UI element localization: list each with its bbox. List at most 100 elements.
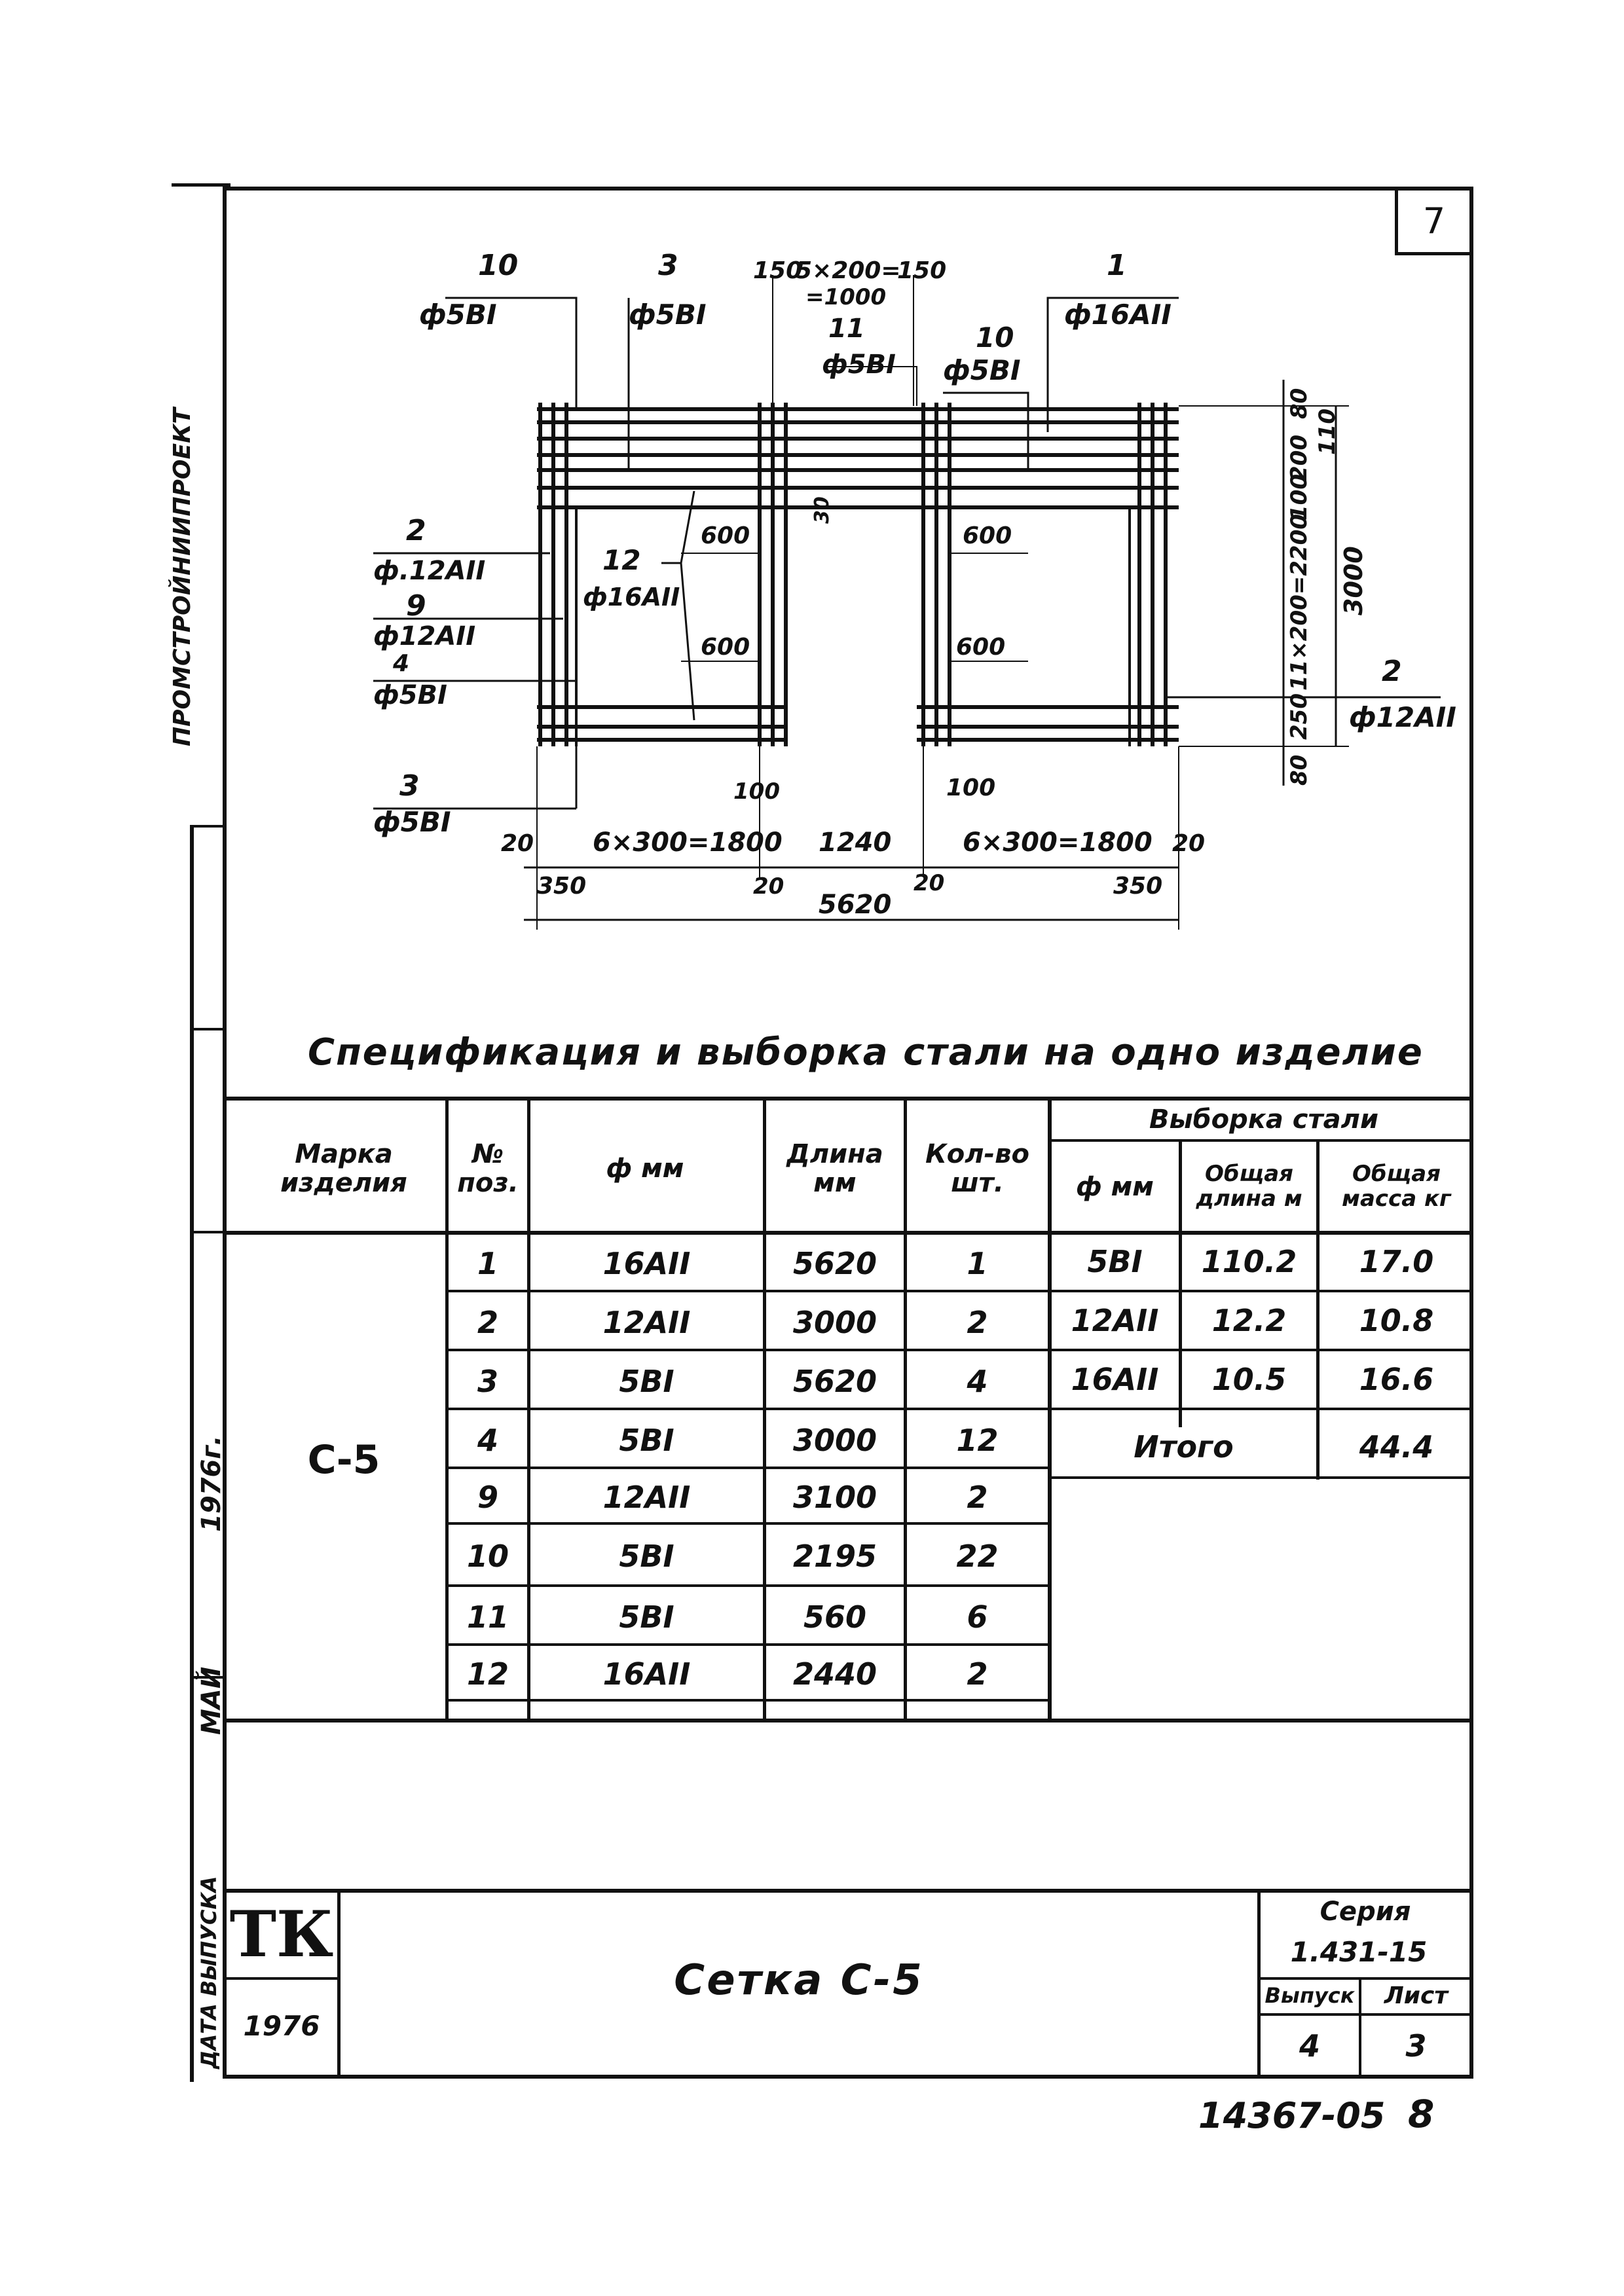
table-top-line	[223, 1097, 1473, 1101]
spec-cell-len: 5620	[792, 1245, 877, 1281]
side-release-label: ДАТА ВЫПУСКА	[196, 1876, 221, 2069]
rowline	[445, 1349, 1473, 1351]
svg-text:5×200=: 5×200=	[796, 257, 901, 284]
svg-text:20: 20	[913, 870, 944, 896]
table-bottom	[223, 1719, 1473, 1722]
svg-text:150: 150	[753, 257, 802, 284]
spec-cell-pos: 4	[477, 1422, 498, 1458]
callout-1: ф5ВI	[419, 299, 497, 331]
issue-label: Выпуск	[1264, 1983, 1355, 2009]
svg-text:600: 600	[701, 522, 750, 549]
svg-text:600: 600	[963, 522, 1012, 549]
spec-cell-qty: 1	[967, 1245, 988, 1281]
hdr-sel-len: Общая длина м	[1196, 1161, 1302, 1212]
spec-cell-dia: 12АII	[602, 1480, 691, 1516]
hdr-sel-mass: Общая масса кг	[1342, 1161, 1451, 1212]
spec-cell-qty: 2	[967, 1304, 988, 1340]
table-header-bottom	[223, 1231, 1473, 1235]
svg-text:10: 10	[976, 321, 1014, 354]
selection-cell-len: 10.5	[1211, 1362, 1287, 1398]
svg-text:6×300=1800: 6×300=1800	[593, 828, 783, 858]
spec-cell-pos: 12	[466, 1656, 509, 1692]
selection-cell-mass: 17.0	[1359, 1244, 1434, 1280]
spec-cell-dia: 12АII	[602, 1304, 691, 1340]
svg-text:ф5ВI: ф5ВI	[822, 350, 896, 380]
title-block-hline-issue	[1257, 2013, 1473, 2016]
svg-text:2: 2	[406, 514, 426, 547]
sheet-value: 3	[1405, 2028, 1427, 2064]
rowline	[445, 1522, 1051, 1525]
title-year: 1976	[243, 2009, 320, 2042]
issue-value: 4	[1299, 2028, 1320, 2064]
footer-page: 8	[1408, 2092, 1435, 2136]
vline-7	[1316, 1139, 1320, 1480]
svg-text:ф.12АII: ф.12АII	[373, 556, 485, 586]
svg-text:9: 9	[406, 589, 426, 623]
series-label: Серия	[1320, 1897, 1411, 1927]
total-value: 44.4	[1359, 1429, 1434, 1465]
svg-text:3000: 3000	[1339, 546, 1368, 615]
svg-text:10: 10	[478, 249, 518, 282]
spec-cell-pos: 11	[466, 1599, 509, 1635]
sheet-frame	[223, 187, 1473, 2079]
svg-text:110: 110	[1314, 409, 1340, 455]
spec-cell-pos: 3	[477, 1363, 498, 1399]
side-year: 1976г.	[196, 1435, 227, 1532]
mesh-drawing: 10 ф5ВI 3 ф5ВI 11 ф5ВI 10 ф5ВI 1 ф16АII …	[373, 249, 1456, 930]
svg-text:30: 30	[811, 496, 834, 524]
spec-cell-qty: 2	[967, 1656, 988, 1692]
svg-text:2: 2	[1382, 655, 1402, 688]
rowline	[445, 1467, 1051, 1469]
spec-cell-pos: 1	[477, 1245, 498, 1281]
rowline	[445, 1643, 1051, 1646]
svg-text:1: 1	[1107, 249, 1127, 282]
rowline	[445, 1408, 1473, 1410]
strip-divider-4	[190, 1676, 227, 1679]
spec-cell-dia: 5ВI	[619, 1363, 674, 1399]
hdr-pos: № поз.	[457, 1139, 519, 1198]
svg-text:100: 100	[946, 774, 995, 801]
left-strip-top	[172, 183, 231, 187]
svg-text:350: 350	[1113, 873, 1162, 900]
title-block-vline-1	[337, 1889, 341, 2079]
svg-text:ф12АII: ф12АII	[1349, 701, 1456, 733]
vline-6	[1179, 1139, 1182, 1427]
svg-text:150: 150	[897, 257, 946, 284]
svg-text:80: 80	[1286, 388, 1312, 419]
hdr-qty: Кол-во шт.	[925, 1139, 1029, 1198]
spec-cell-dia: 5ВI	[619, 1422, 674, 1458]
svg-text:=1000: =1000	[805, 284, 886, 310]
svg-text:100: 100	[733, 778, 780, 805]
selection-cell-dia: 12АII	[1071, 1303, 1159, 1339]
hdr-sel-dia: ф мм	[1075, 1171, 1154, 1202]
svg-text:3: 3	[399, 769, 420, 803]
svg-text:ф5ВI: ф5ВI	[943, 354, 1021, 386]
svg-text:ф12АII: ф12АII	[373, 621, 475, 651]
svg-text:12: 12	[602, 544, 640, 576]
total-label: Итого	[1134, 1429, 1234, 1465]
svg-text:6×300=1800: 6×300=1800	[963, 828, 1153, 858]
spec-cell-pos: 9	[477, 1480, 498, 1516]
selection-cell-dia: 5ВI	[1087, 1244, 1143, 1280]
svg-text:11: 11	[828, 314, 865, 344]
strip-divider-1	[190, 825, 227, 828]
rowline	[1048, 1290, 1473, 1292]
rowline	[445, 1584, 1051, 1587]
title-block-hline-series	[1257, 1977, 1473, 1980]
hdr-dia: ф мм	[606, 1154, 684, 1184]
spec-cell-len: 3000	[792, 1422, 877, 1458]
strip-divider-3	[190, 1231, 227, 1233]
spec-cell-pos: 2	[477, 1304, 498, 1340]
logo-tk: ТК	[229, 1897, 334, 1972]
hdr-selection: Выборка стали	[1149, 1104, 1378, 1135]
svg-text:11×200=2200: 11×200=2200	[1286, 514, 1312, 691]
series-value: 1.431-15	[1290, 1936, 1428, 1969]
side-month: МАЙ	[196, 1666, 227, 1735]
svg-text:1240: 1240	[819, 828, 891, 858]
spec-cell-len: 2195	[792, 1539, 877, 1575]
title-name: Сетка С-5	[674, 1956, 924, 2005]
svg-text:3: 3	[658, 249, 678, 282]
svg-text:350: 350	[537, 873, 586, 900]
hdr-mark: Марка изделия	[280, 1139, 407, 1198]
selection-cell-mass: 10.8	[1359, 1303, 1434, 1339]
